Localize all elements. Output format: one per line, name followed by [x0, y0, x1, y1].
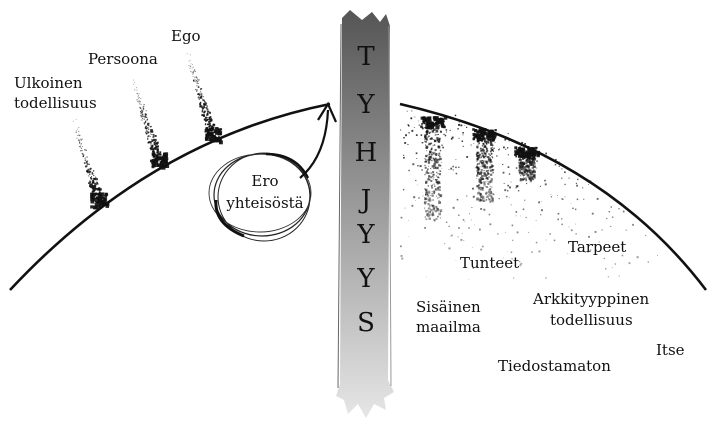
label-arkkityyppinen-line1: Arkkityyppinen: [533, 290, 649, 308]
label-persoona: Persoona: [88, 50, 158, 68]
horizon-arc-right: [400, 104, 706, 290]
void-letter-7: S: [357, 308, 375, 338]
bubble-label-line2: yhteisöstä: [226, 194, 303, 212]
void-letter-6: Y: [357, 264, 374, 294]
void-letter-1: T: [357, 42, 374, 72]
outer-spray-columns: [73, 53, 223, 209]
bubble-outline-3: [209, 154, 311, 232]
label-ulkoinen-line1: Ulkoinen: [14, 74, 83, 92]
void-letter-2: Y: [357, 90, 374, 120]
label-itse: Itse: [656, 341, 685, 359]
label-tunteet: Tunteet: [460, 254, 519, 272]
void-letter-4: J: [361, 185, 371, 215]
label-sisainen-line2: maailma: [416, 318, 481, 336]
bubble-label-line1: Ero: [251, 172, 278, 190]
void-edge-right: [389, 26, 391, 386]
void-letter-3: H: [355, 138, 378, 168]
void-letter-5: Y: [357, 220, 374, 250]
arrow-to-void: [300, 110, 328, 178]
label-tiedostamaton: Tiedostamaton: [498, 357, 611, 375]
label-ego: Ego: [171, 27, 201, 45]
label-tarpeet: Tarpeet: [568, 238, 626, 256]
label-arkkityyppinen-line2: todellisuus: [550, 311, 633, 329]
label-sisainen-line1: Sisäinen: [416, 298, 481, 316]
label-ulkoinen-line2: todellisuus: [14, 94, 97, 112]
